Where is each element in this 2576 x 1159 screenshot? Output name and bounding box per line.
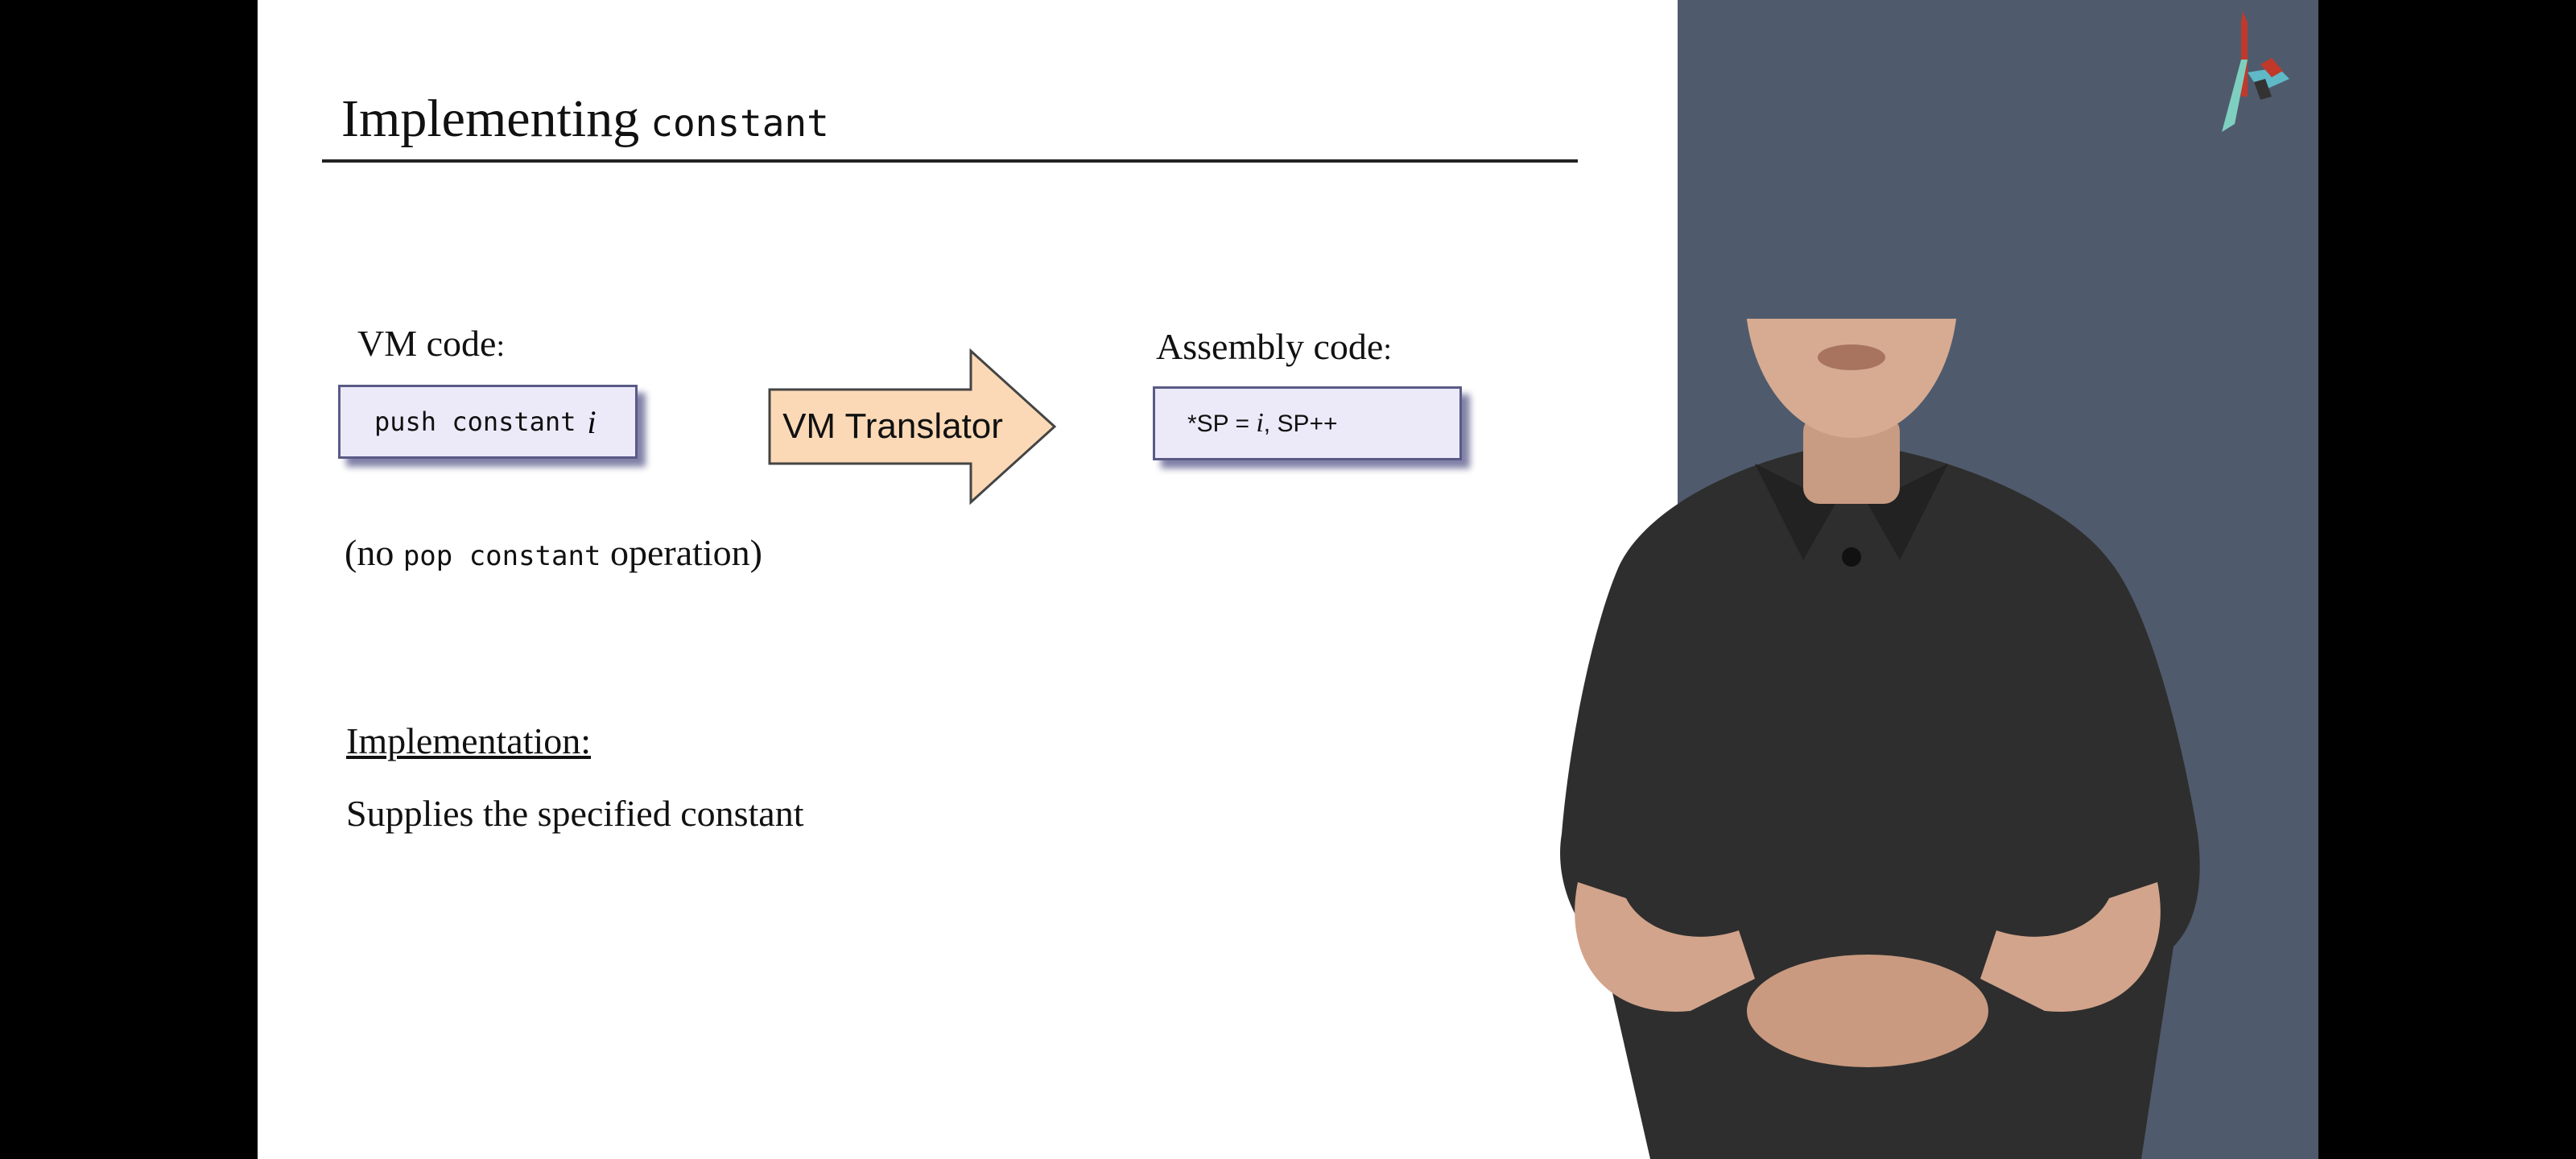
vm-code-text: push constant (374, 406, 576, 437)
implementation-text: Supplies the specified constant (346, 793, 804, 834)
right-letterbox (2318, 0, 2576, 1159)
vm-code-box: push constant i (338, 385, 638, 459)
vm-code-label-colon: : (496, 329, 506, 363)
title-divider (322, 159, 1578, 163)
assembly-code-box: *SP = i, SP++ (1153, 386, 1462, 460)
no-pop-note: (no pop constant operation) (345, 531, 762, 574)
vm-translator-label: VM Translator (782, 406, 1003, 446)
vm-code-variable: i (587, 403, 597, 440)
vm-code-label: VM code: (357, 322, 505, 365)
slide-title-code: constant (650, 101, 829, 145)
vm-translator-arrow: VM Translator (768, 348, 1058, 505)
left-letterbox (0, 0, 258, 1159)
course-logo-icon (2222, 11, 2289, 132)
assembly-code-text: *SP = i, SP++ (1187, 408, 1338, 439)
assembly-code-prefix: *SP = (1187, 410, 1257, 437)
assembly-code-label-colon: : (1383, 332, 1392, 366)
assembly-code-label-text: Assembly code (1156, 326, 1384, 367)
implementation-heading: Implementation: (346, 720, 592, 761)
presenter-video (1560, 319, 2200, 1159)
slide-title-text: Implementing (341, 89, 640, 148)
arrow-shape (768, 348, 1057, 505)
no-pop-code: pop constant (402, 540, 601, 572)
assembly-code-variable: i (1256, 408, 1264, 438)
no-pop-close: operation) (601, 532, 762, 573)
no-pop-open: (no (345, 532, 403, 573)
assembly-code-label: Assembly code: (1156, 325, 1392, 368)
vm-code-label-text: VM code (357, 323, 497, 364)
assembly-code-suffix: , SP++ (1263, 410, 1338, 437)
